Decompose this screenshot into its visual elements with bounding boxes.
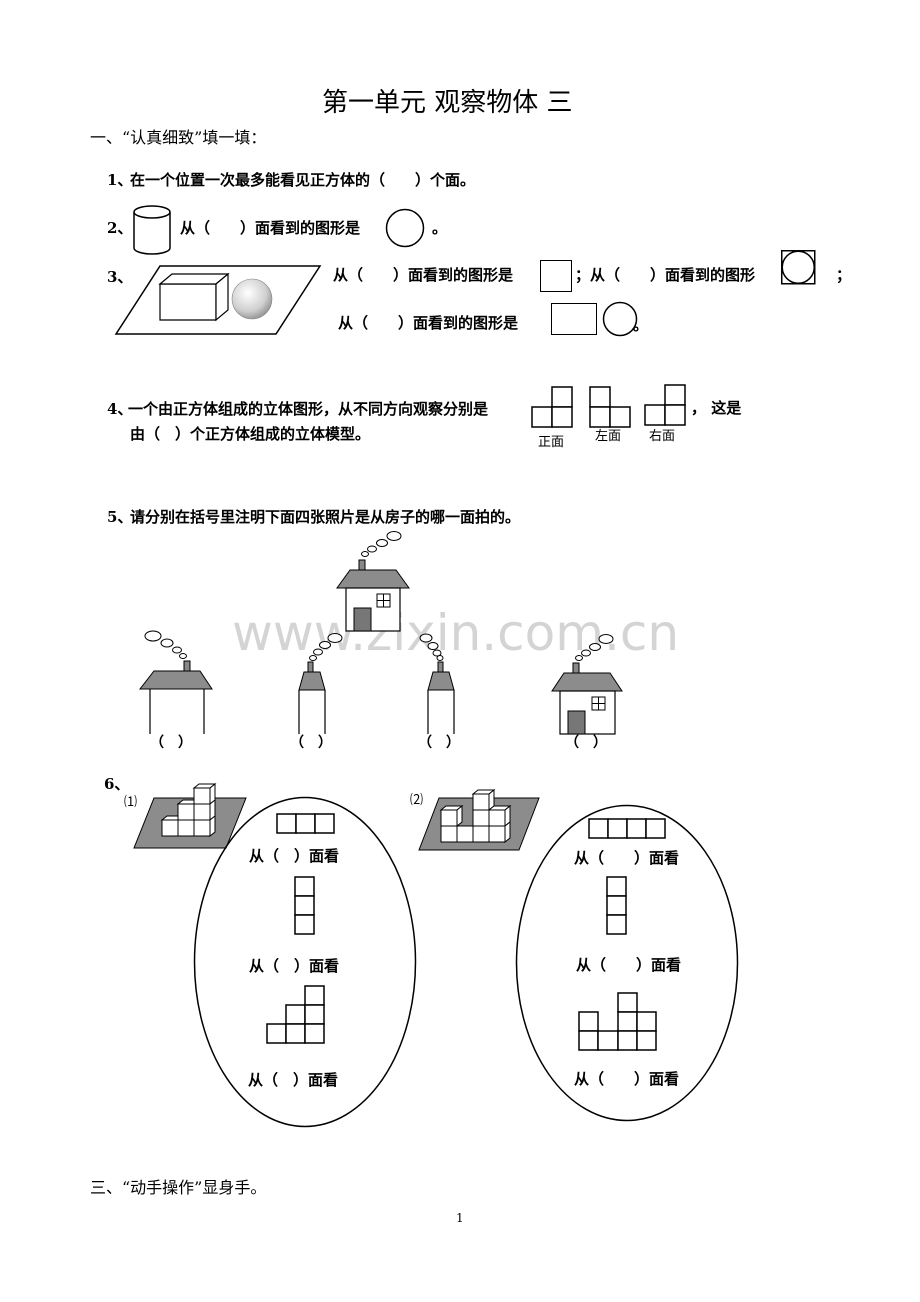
cube-model-1 <box>133 782 247 849</box>
cylinder-icon <box>133 205 171 255</box>
q2-end: 。 <box>432 219 448 237</box>
q6-label-2: ⑵ <box>410 793 424 808</box>
q5-number: 5、 <box>107 508 133 526</box>
q5-blank-1: （ ） <box>150 735 192 751</box>
q3-line1-end: ； <box>836 266 852 284</box>
q4-number: 4、 <box>107 400 133 418</box>
view-label-1c: 从（ ）面看 <box>248 1071 339 1089</box>
house-back-icon <box>138 630 213 734</box>
q3-square-view <box>540 260 572 292</box>
q6-label-1: ⑴ <box>124 795 138 810</box>
q4-line1-end: ， 这是 <box>691 399 742 417</box>
q3-number: 3、 <box>107 268 133 286</box>
house-side-left-icon <box>298 633 343 734</box>
view-row-4-squares-2 <box>588 818 666 839</box>
q4-line1: 一个由正方体组成的立体图形，从不同方向观察分别是 <box>128 400 489 418</box>
q4-left-view <box>589 386 631 428</box>
view-label-2a: 从（ ）面看 <box>574 849 680 867</box>
q4-right-label: 右面 <box>649 429 676 444</box>
view-label-1b: 从（ ）面看 <box>249 957 340 975</box>
answer-ellipse-2 <box>515 804 739 1122</box>
answer-ellipse-1 <box>193 796 417 1128</box>
q1-text: 在一个位置一次最多能看见正方体的（ ）个面。 <box>130 171 476 189</box>
section-heading-1: 一、“认真细致”填一填： <box>90 128 267 147</box>
house-side-right-icon <box>419 633 455 734</box>
page-title: 第一单元 观察物体 三 <box>322 88 573 118</box>
q3-rectangle-view <box>551 303 597 335</box>
q3-line2-a: 从（ ）面看到的图形是 <box>338 314 519 332</box>
view-label-2b: 从（ ）面看 <box>576 956 682 974</box>
box-and-ball-scene <box>114 265 322 335</box>
q1-number: 1、 <box>107 171 133 189</box>
q5-text: 请分别在括号里注明下面四张照片是从房子的哪一面拍的。 <box>130 508 521 526</box>
cube-model-2 <box>418 788 540 851</box>
view-shape-2 <box>578 992 657 1051</box>
section-heading-3: 三、“动手操作”显身手。 <box>90 1178 267 1197</box>
q5-blank-2: （ ） <box>290 735 332 751</box>
q5-blank-3: （ ） <box>418 735 460 751</box>
q3-line2-end: 。 <box>633 316 649 334</box>
view-column-3-squares-2 <box>606 876 627 935</box>
view-label-2c: 从（ ）面看 <box>574 1070 680 1088</box>
page-number: 1 <box>456 1211 464 1225</box>
q4-line2: 由（ ）个正方体组成的立体模型。 <box>130 425 371 443</box>
view-row-3-squares-1 <box>276 813 335 834</box>
q4-left-label: 左面 <box>595 429 622 444</box>
q3-line1-b: ；从（ ）面看到的图形 <box>575 266 756 284</box>
q2-text: 从（ ）面看到的图形是 <box>180 219 361 237</box>
view-label-1a: 从（ ）面看 <box>249 847 340 865</box>
q3-line1-a: 从（ ）面看到的图形是 <box>333 266 514 284</box>
circle-view-icon <box>385 208 425 248</box>
house-front-2-icon <box>551 634 623 735</box>
q5-blank-4: （ ） <box>565 735 607 751</box>
house-front-icon <box>336 531 410 632</box>
q6-number: 6、 <box>104 775 130 793</box>
q4-right-view <box>644 384 686 426</box>
view-column-3-squares-1 <box>294 876 315 935</box>
q3-circle-view <box>602 301 638 337</box>
q4-front-label: 正面 <box>538 435 565 450</box>
view-staircase-1 <box>266 985 325 1044</box>
q3-square-circle-view <box>781 250 816 285</box>
watermark: www.zixin.com.cn <box>232 604 680 662</box>
q4-front-view <box>531 386 573 428</box>
q2-number: 2、 <box>107 219 133 237</box>
